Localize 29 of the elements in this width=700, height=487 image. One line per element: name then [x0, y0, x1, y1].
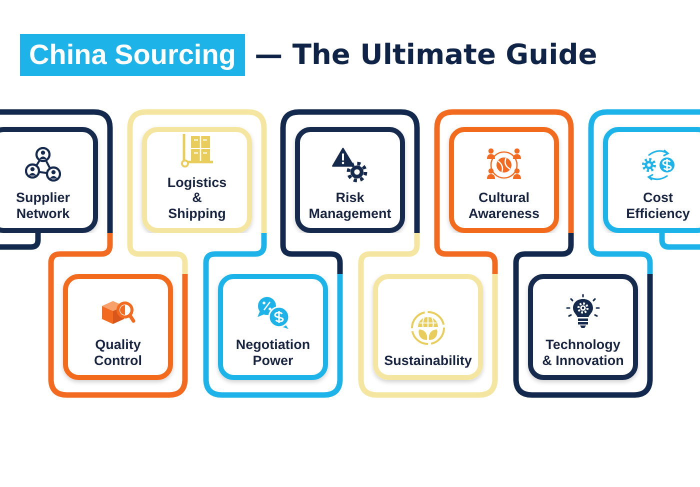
step-card	[0, 109, 113, 233]
step-label: Risk Management	[308, 190, 392, 221]
connector	[280, 233, 343, 274]
step-card	[127, 109, 267, 233]
step-label: Cost Efficiency	[626, 190, 690, 221]
step-label: Sustainability	[384, 352, 472, 368]
step-label: Negotiation Power	[235, 337, 311, 368]
connector	[0, 233, 41, 250]
connector	[48, 233, 113, 274]
step-label: Quality Control	[94, 337, 142, 368]
step-card	[280, 109, 420, 233]
step-card	[48, 274, 188, 398]
connector	[203, 233, 267, 274]
connector	[127, 233, 188, 274]
step-card	[588, 109, 700, 233]
connector	[358, 233, 420, 274]
connector	[513, 233, 574, 274]
step-label: Technology & Innovation	[542, 337, 624, 368]
step-card	[513, 274, 653, 398]
step-label: Supplier Network	[15, 190, 71, 221]
title: China Sourcing — The Ultimate Guide	[20, 34, 598, 76]
connector	[434, 233, 498, 274]
step-label: Cultural Awareness	[468, 190, 540, 221]
connector	[588, 233, 653, 274]
step-label: Logistics & Shipping	[166, 174, 228, 221]
step-card	[358, 274, 498, 398]
step-card	[434, 109, 574, 233]
connector	[659, 233, 700, 250]
step-card	[203, 274, 343, 398]
